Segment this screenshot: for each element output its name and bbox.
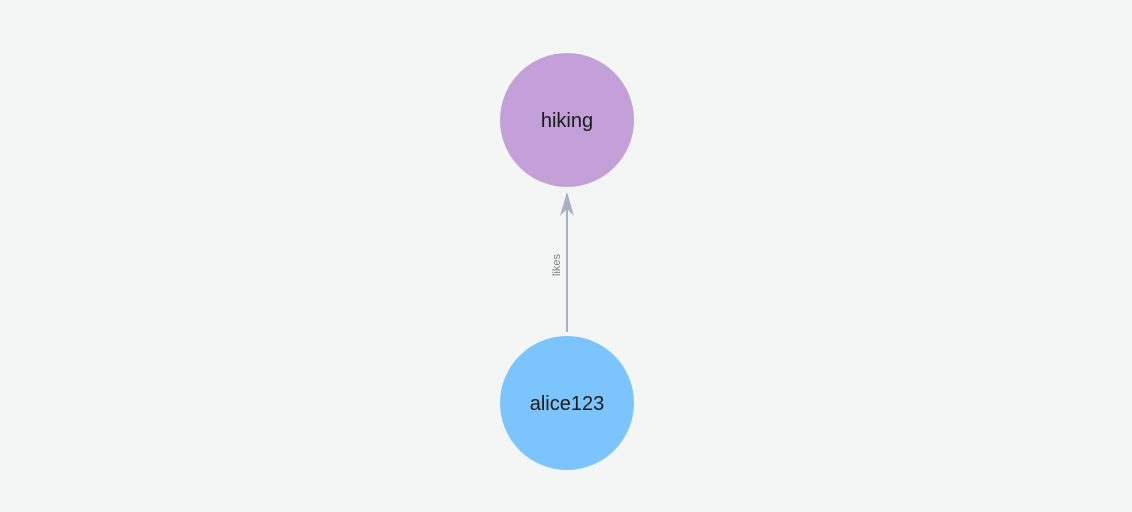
node-circle-hiking[interactable] bbox=[500, 53, 634, 187]
node-hiking[interactable]: hiking bbox=[500, 53, 634, 187]
edge-label-likes: likes bbox=[551, 254, 563, 277]
edge-alice123-likes-hiking[interactable]: likes bbox=[551, 192, 574, 332]
node-alice123[interactable]: alice123 bbox=[500, 336, 634, 470]
arrow-head-icon bbox=[560, 192, 574, 216]
node-circle-alice123[interactable] bbox=[500, 336, 634, 470]
